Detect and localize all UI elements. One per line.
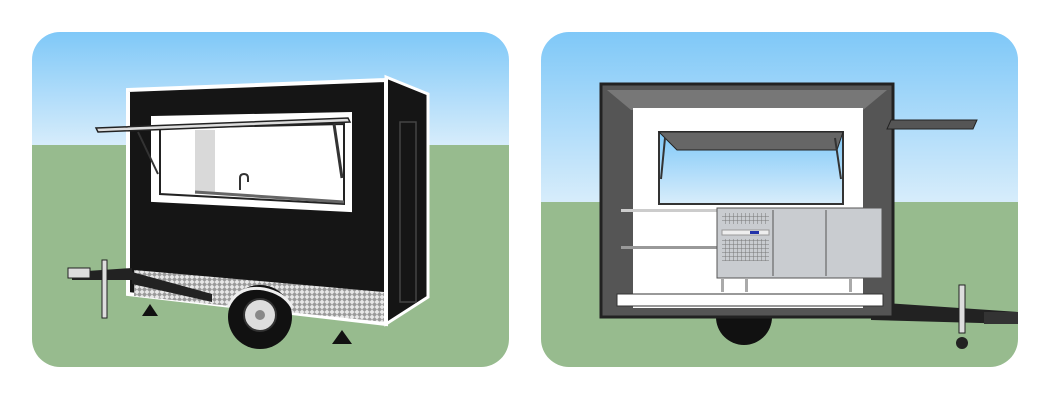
trailer-interior-image	[541, 32, 1018, 367]
trailer-exterior-image	[32, 32, 509, 367]
